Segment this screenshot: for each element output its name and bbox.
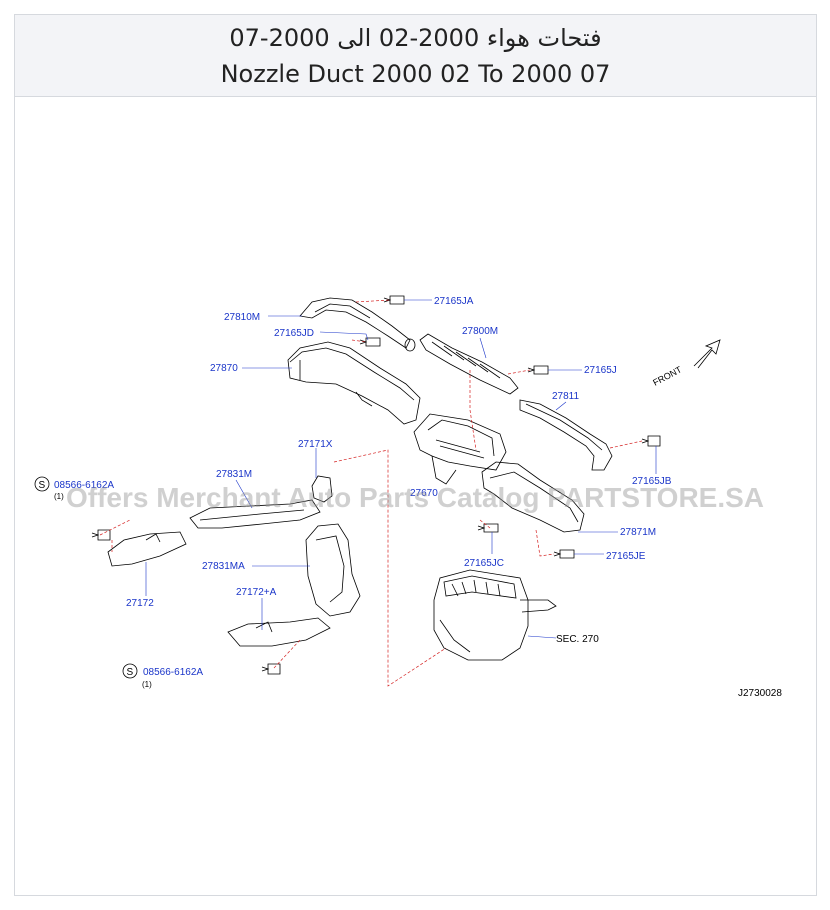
label-27165JA[interactable]: 27165JA [434,296,474,307]
label-27165JE[interactable]: 27165JE [606,551,646,562]
duct-27831M [189,499,321,529]
page-title-arabic: فتحات هواء 2000-02 الى 2000-07 [229,24,602,52]
s-marker-bottom [122,663,138,679]
label-27831MA[interactable]: 27831MA [202,561,245,572]
label-27810M[interactable]: 27810M [224,312,260,323]
s-marker-bottom-label: S [127,667,134,678]
duct-27811 [519,399,613,471]
label-27165J[interactable]: 27165J [584,365,617,376]
part-27171X [311,475,333,503]
label-27800M[interactable]: 27800M [462,326,498,337]
bracket-27172 [107,531,187,567]
diagram-code: J2730028 [738,688,782,699]
duct-27831MA [305,523,361,617]
duct-27871M [481,461,585,533]
catalog-frame: فتحات هواء 2000-02 الى 2000-07 Nozzle Du… [14,14,817,896]
duct-27870 [287,341,421,425]
bracket-27172A [227,617,331,647]
label-27831M[interactable]: 27831M [216,469,252,480]
front-arrow [693,339,721,369]
label-27870[interactable]: 27870 [210,363,238,374]
label-27171X[interactable]: 27171X [298,439,333,450]
grommet [404,338,416,352]
label-bolt-top[interactable]: 08566-6162A [54,480,114,491]
s-marker-top-label: S [39,480,46,491]
alignment-lines [99,299,643,687]
leader-lines [145,299,657,639]
label-bolt-top-qty: (1) [54,492,64,501]
label-27165JB[interactable]: 27165JB [632,476,672,487]
bolt-group [91,295,661,675]
label-sec-270[interactable]: SEC. 270 [556,634,599,645]
label-27811[interactable]: 27811 [552,391,580,402]
label-27165JC[interactable]: 27165JC [464,558,504,569]
page-title-english: Nozzle Duct 2000 02 To 2000 07 [220,60,611,88]
label-27165JD[interactable]: 27165JD [274,328,314,339]
watermark: Offers Merchant Auto Parts Catalog PARTS… [65,482,765,513]
duct-27800M [419,333,519,395]
label-27172A[interactable]: 27172+A [236,587,277,598]
front-label: FRONT [651,364,684,388]
duct-27670 [413,413,507,471]
s-marker-top [34,476,50,492]
label-bolt-bottom[interactable]: 08566-6162A [143,667,203,678]
duct-27810M [299,297,411,349]
label-27172[interactable]: 27172 [126,598,154,609]
label-bolt-bottom-qty: (1) [142,680,152,689]
page-header: فتحات هواء 2000-02 الى 2000-07 Nozzle Du… [15,15,816,97]
heater-unit [433,569,529,661]
label-27871M[interactable]: 27871M [620,527,656,538]
label-27670[interactable]: 27670 [410,488,438,499]
